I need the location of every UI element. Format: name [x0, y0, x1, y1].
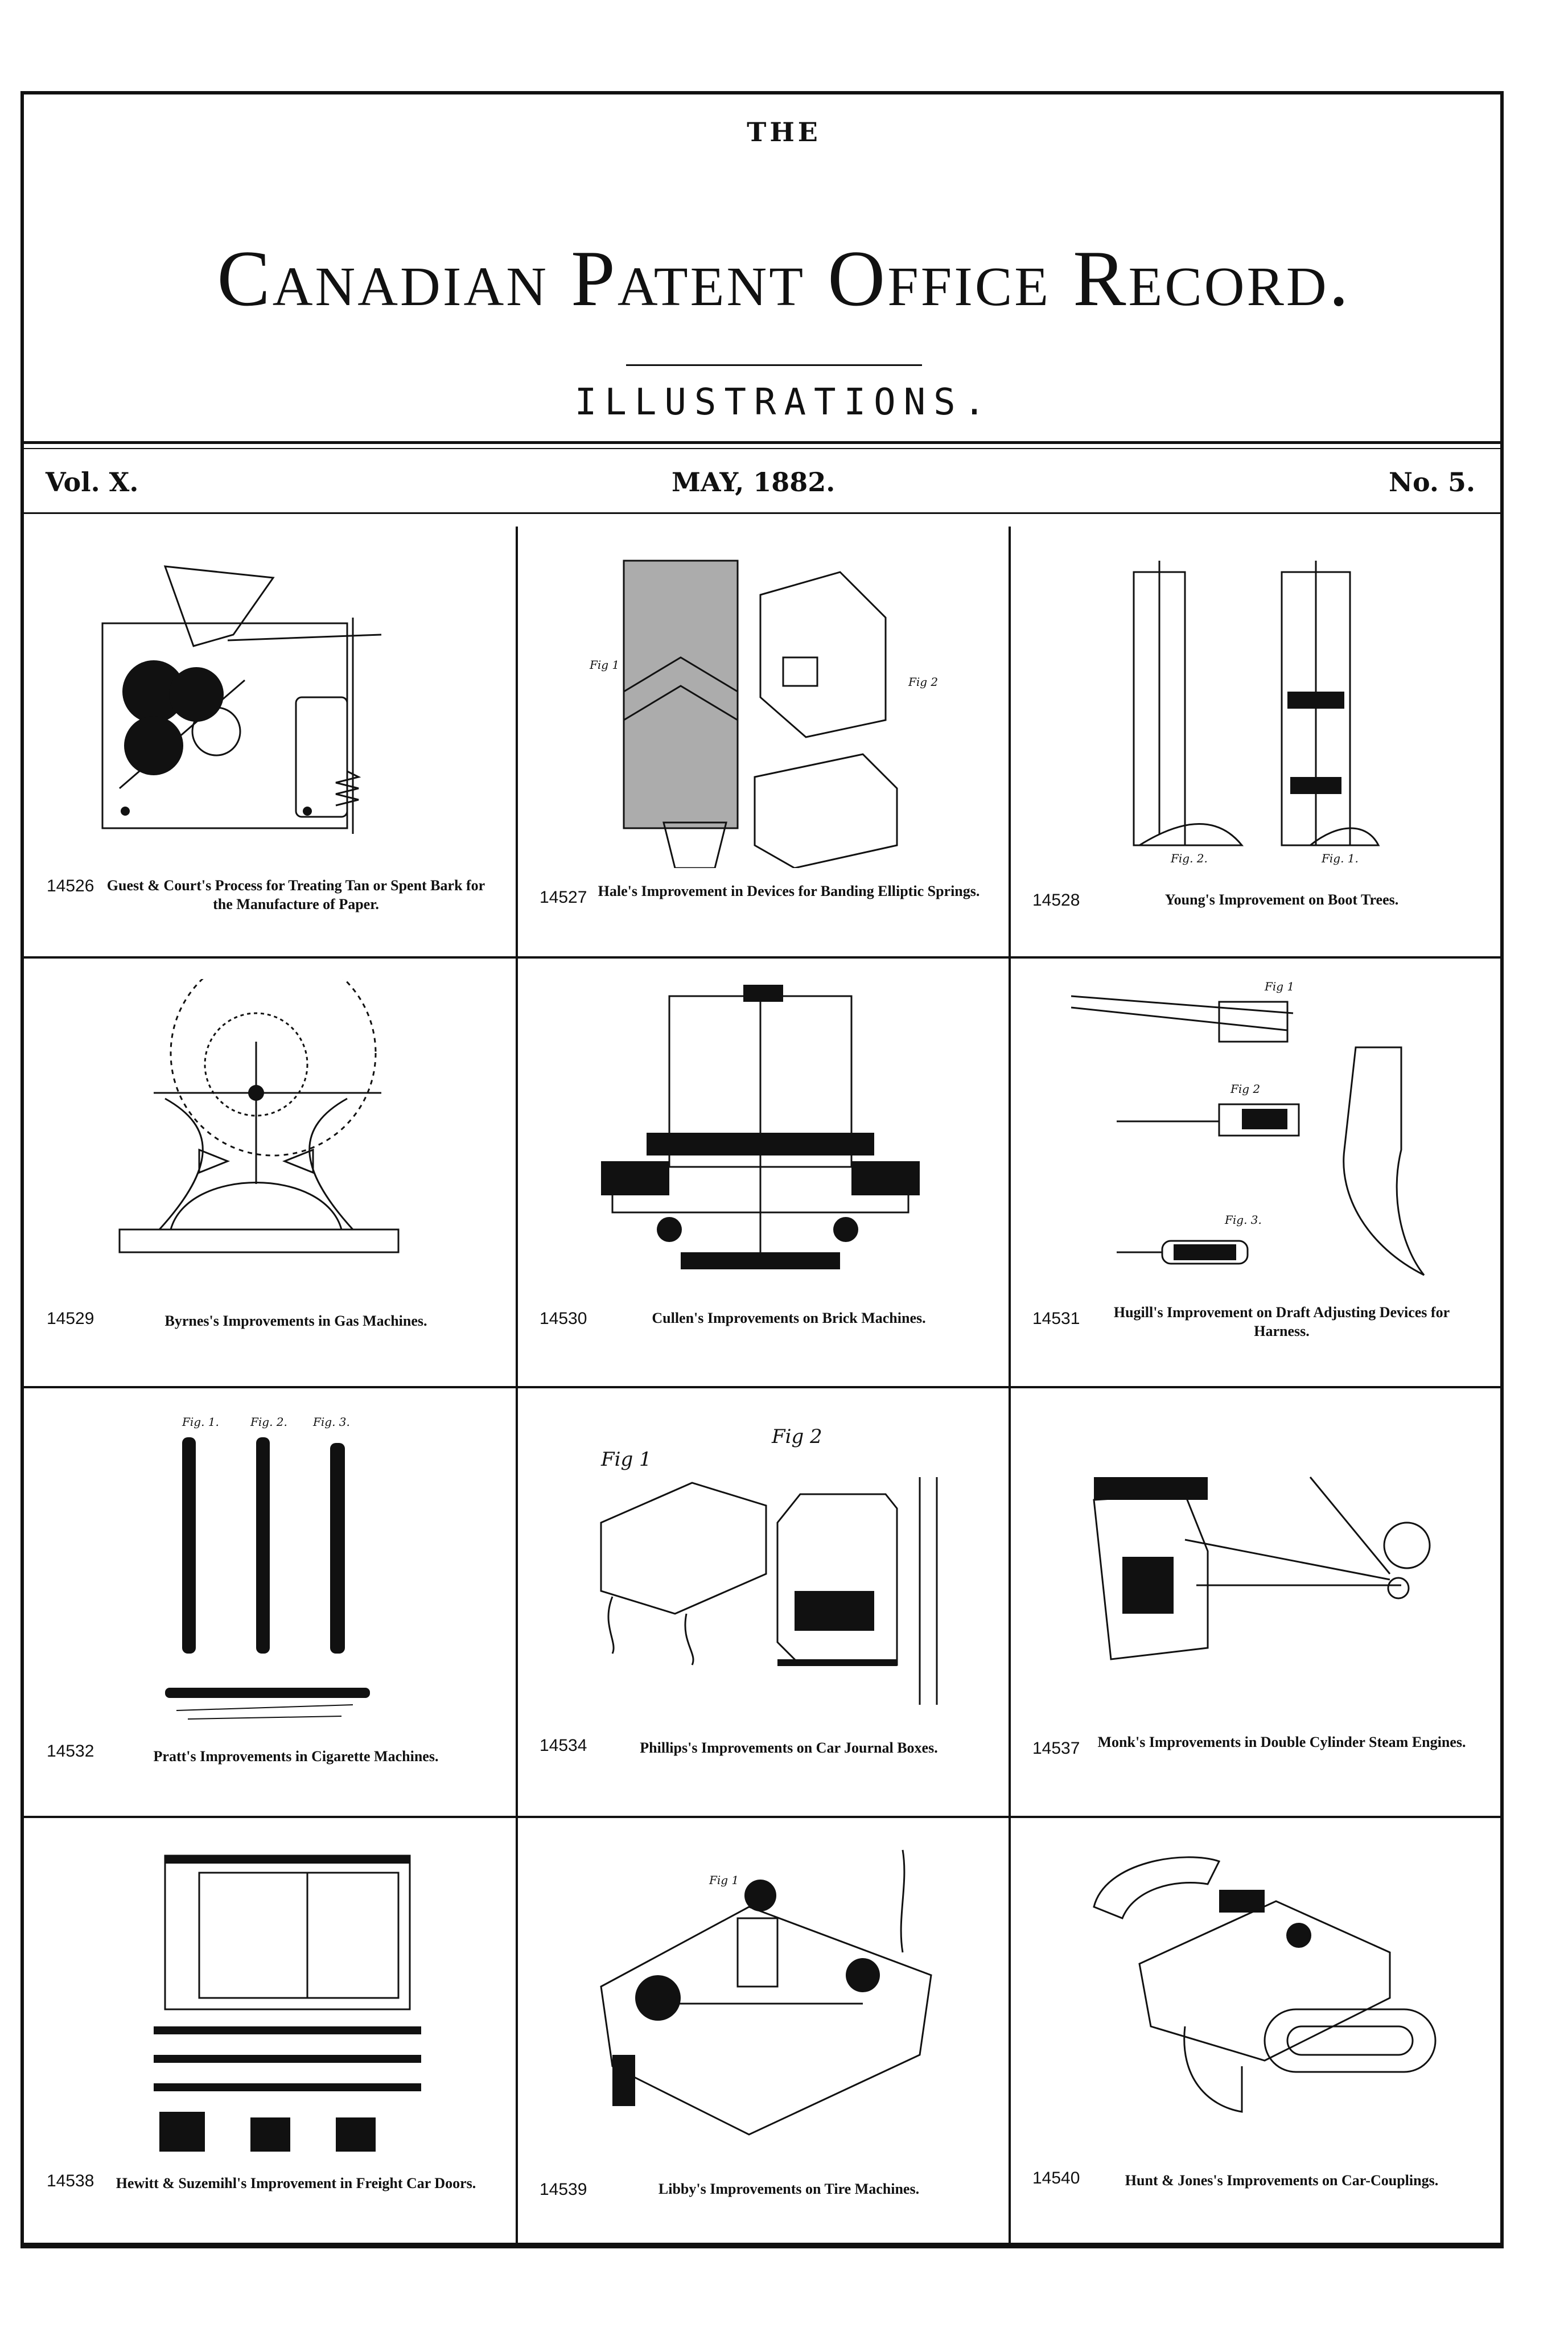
patent-caption: Hewitt & Suzemihl's Improvement in Freig…: [116, 2175, 476, 2191]
issue-date: MAY, 1882.: [672, 467, 836, 497]
figure-label: Fig 1: [589, 658, 619, 672]
freight-car-door-illustration: [154, 1854, 421, 2152]
patent-caption: Guest & Court's Process for Treating Tan…: [106, 877, 485, 912]
patent-cell-14534: Fig 1 Fig 2 14534 Phillips's Improvement…: [516, 1386, 1009, 1816]
tire-machine-illustration: Fig 1: [600, 1849, 932, 2136]
masthead-title: Canadian Patent Office Record.: [217, 235, 1351, 323]
issue-number: No. 5.: [1389, 467, 1475, 497]
patent-number: 14529: [47, 1309, 94, 1328]
patent-number: 14537: [1032, 1739, 1080, 1758]
harness-draft-illustration: Fig 1 Fig 2 Fig. 3.: [1071, 980, 1425, 1276]
patent-number: 14527: [540, 888, 587, 907]
illustration-grid: 14526 Guest & Court's Process for Treati…: [23, 527, 1501, 2246]
page-frame: [20, 91, 1504, 2248]
figure-label: Fig 1: [1264, 980, 1294, 993]
spring-banding-illustration: Fig 1 Fig 2: [589, 560, 938, 868]
patent-caption: Libby's Improvements on Tire Machines.: [658, 2181, 920, 2197]
patent-cell-14529: 14529 Byrnes's Improvements in Gas Machi…: [23, 956, 516, 1386]
patent-number: 14526: [47, 877, 94, 895]
patent-cell-14539: Fig 1 14539 Libby's Improvements on Tire…: [516, 1816, 1009, 2246]
figure-label: Fig. 3.: [312, 1415, 350, 1429]
patent-caption: Young's Improvement on Boot Trees.: [1164, 891, 1399, 908]
figure-label: Fig 2: [908, 675, 938, 689]
patent-number: 14540: [1032, 2169, 1080, 2187]
patent-cell-14538: 14538 Hewitt & Suzemihl's Improvement in…: [23, 1816, 516, 2246]
patent-cell-14537: 14537 Monk's Improvements in Double Cyli…: [1009, 1386, 1501, 1816]
journal-box-illustration: Fig 1 Fig 2: [600, 1425, 938, 1705]
figure-label: Fig. 1.: [1321, 852, 1359, 865]
figure-label: Fig. 2.: [1170, 852, 1208, 865]
figure-label: Fig. 3.: [1224, 1213, 1262, 1227]
patent-number: 14534: [540, 1736, 587, 1755]
car-coupling-illustration: [1093, 1856, 1437, 2113]
patent-caption: Hale's Improvement in Devices for Bandin…: [598, 883, 980, 899]
patent-caption: Hugill's Improvement on Draft Adjusting …: [1113, 1304, 1450, 1339]
patent-number: 14539: [540, 2180, 587, 2199]
figure-label: Fig 2: [1230, 1082, 1260, 1096]
patent-cell-14528: Fig. 2. Fig. 1. 14528 Young's Improvemen…: [1009, 527, 1501, 956]
patent-caption: Phillips's Improvements on Car Journal B…: [640, 1740, 938, 1756]
patent-number: 14532: [47, 1742, 94, 1761]
patent-cell-14532: Fig. 1. Fig. 2. Fig. 3. 14532 Pratt's Im…: [23, 1386, 516, 1816]
grid-divider: [23, 1386, 1501, 1388]
bark-process-illustration: [101, 565, 382, 834]
patent-number: 14528: [1032, 891, 1080, 910]
patent-cell-14527: Fig 1 Fig 2 14527 Hale's Improvement in …: [516, 527, 1009, 956]
masthead-the: THE: [747, 117, 821, 147]
patent-cell-14540: 14540 Hunt & Jones's Improvements on Car…: [1009, 1816, 1501, 2246]
figure-label: Fig. 2.: [250, 1415, 287, 1429]
figure-label: Fig 1: [600, 1448, 652, 1471]
figure-label: Fig 1: [709, 1873, 739, 1887]
patent-caption: Hunt & Jones's Improvements on Car-Coupl…: [1125, 2172, 1439, 2189]
patent-number: 14530: [540, 1309, 587, 1328]
volume-label: Vol. X.: [46, 467, 139, 497]
figure-label: Fig 2: [771, 1425, 822, 1448]
patent-caption: Cullen's Improvements on Brick Machines.: [652, 1310, 926, 1326]
patent-cell-14526: 14526 Guest & Court's Process for Treati…: [23, 527, 516, 956]
title-rule: [626, 364, 922, 366]
brick-machine-illustration: [601, 985, 920, 1269]
grid-divider: [23, 956, 1501, 959]
patent-caption: Pratt's Improvements in Cigarette Machin…: [153, 1748, 439, 1765]
masthead-subtitle: ILLUSTRATIONS.: [574, 381, 994, 423]
meta-rule: [23, 512, 1501, 514]
boot-tree-illustration: Fig. 2. Fig. 1.: [1133, 561, 1380, 865]
patent-cell-14530: 14530 Cullen's Improvements on Brick Mac…: [516, 956, 1009, 1386]
patent-caption: Byrnes's Improvements in Gas Machines.: [164, 1313, 427, 1329]
cigarette-machine-illustration: Fig. 1. Fig. 2. Fig. 3.: [165, 1415, 370, 1720]
header-rule: [23, 441, 1501, 444]
steam-engine-illustration: [1093, 1477, 1431, 1660]
patent-caption: Monk's Improvements in Double Cylinder S…: [1097, 1734, 1466, 1750]
header-rule-thin: [23, 448, 1501, 449]
patent-number: 14538: [47, 2172, 94, 2190]
figure-label: Fig. 1.: [182, 1415, 219, 1429]
gas-machine-illustration: [118, 979, 400, 1253]
grid-divider: [23, 1816, 1501, 1818]
patent-number: 14531: [1032, 1309, 1080, 1328]
patent-cell-14531: Fig 1 Fig 2 Fig. 3. 14531 Hugill's Impro…: [1009, 956, 1501, 1386]
